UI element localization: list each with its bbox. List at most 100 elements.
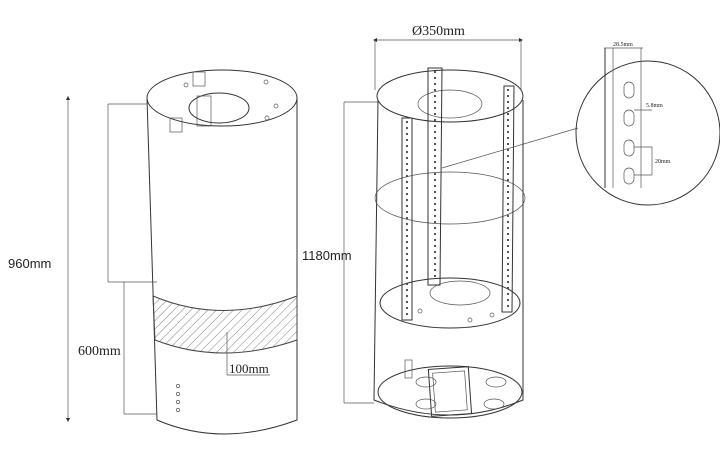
detail-pitch-label: 20mm [655,159,671,165]
rail-hole [506,262,510,266]
detail-circle [575,60,720,206]
rail-hole [433,154,437,158]
hatched-light-band [152,295,298,354]
rail-hole [405,174,409,178]
light-hole [483,398,505,410]
top-bracket [196,95,212,127]
frame-rails [401,67,515,321]
rail-right [501,85,515,313]
rail-hole [433,112,437,116]
rail-front [427,67,443,286]
rail-hole [433,172,437,176]
control-button-icon [176,400,180,404]
rail-hole [506,238,510,242]
rail-hole [405,234,409,238]
rail-hole [506,178,510,182]
rail-hole [405,198,409,202]
rail-hole [433,82,437,86]
left-hood [146,69,298,435]
rail-hole [433,178,437,182]
rail-hole [405,120,409,124]
rail-hole [433,166,437,170]
rail-hole [433,88,437,92]
rail-hole [433,244,437,248]
rail-hole [433,268,437,272]
rail-hole [405,210,409,214]
rail-hole [506,130,510,134]
rail-hole [433,148,437,152]
rail-hole [433,226,437,230]
right-hood [373,67,526,419]
rail-hole [405,282,409,286]
light-hole [415,376,437,388]
rail-hole [405,162,409,166]
rail-hole [506,100,510,104]
rail-hole [433,196,437,200]
light-hole [485,376,507,388]
height-total-label: 960mm [8,256,51,271]
rail-hole [433,160,437,164]
rail-hole [433,262,437,266]
rail-hole [506,142,510,146]
left-hood-top-opening [188,92,250,124]
rail-hole [506,202,510,206]
rail-hole [433,118,437,122]
detail-slot-label: 5.8mm [646,103,663,109]
rail-hole [506,184,510,188]
rail-hole [433,214,437,218]
rail-hole [506,190,510,194]
rail-hole [405,222,409,226]
rail-hole [506,118,510,122]
rail-hole [405,192,409,196]
left-dimensions [65,95,270,423]
height-lower-label: 600mm [78,344,121,359]
slot-icon [623,81,635,99]
rail-hole [506,172,510,176]
rail-hole [433,124,437,128]
screw-hole [264,115,270,121]
screw-hole [183,82,189,88]
rail-hole [433,256,437,260]
rail-hole [405,240,409,244]
rail-hole [506,106,510,110]
rail-hole [506,154,510,158]
right-hood-top-rim [376,69,524,123]
rail-hole [506,286,510,290]
rail-hole [506,274,510,278]
rail-hole [405,264,409,268]
rail-hole [405,288,409,292]
rail-hole [405,168,409,172]
height-right-label: 1180mm [302,248,352,263]
diameter-label: Ø350mm [412,24,465,39]
rail-hole [433,274,437,278]
right-hood-top-opening [417,89,483,119]
rail-hole [506,220,510,224]
rail-hole [506,226,510,230]
slot-icon [623,109,635,127]
rail-hole [433,142,437,146]
right-dimensions [343,37,524,404]
rail-hole [506,88,510,92]
rail-hole [433,220,437,224]
rail-hole [405,258,409,262]
rail-hole [405,186,409,190]
slot-icon [623,139,635,157]
rail-hole [433,238,437,242]
rail-hole [433,106,437,110]
rail-hole [405,270,409,274]
rail-hole [405,228,409,232]
rail-hole [433,136,437,140]
rail-hole [405,180,409,184]
motor-plate [379,277,521,329]
rail-hole [506,160,510,164]
rail-hole [506,280,510,284]
screw-hole [263,79,269,85]
bottom-ring [377,365,523,419]
band-height-label: 100mm [229,361,269,376]
rail-hole [506,214,510,218]
rail-hole [405,156,409,160]
control-button-icon [176,384,180,388]
rail-hole [405,204,409,208]
rail-hole [506,208,510,212]
rail-hole [506,268,510,272]
